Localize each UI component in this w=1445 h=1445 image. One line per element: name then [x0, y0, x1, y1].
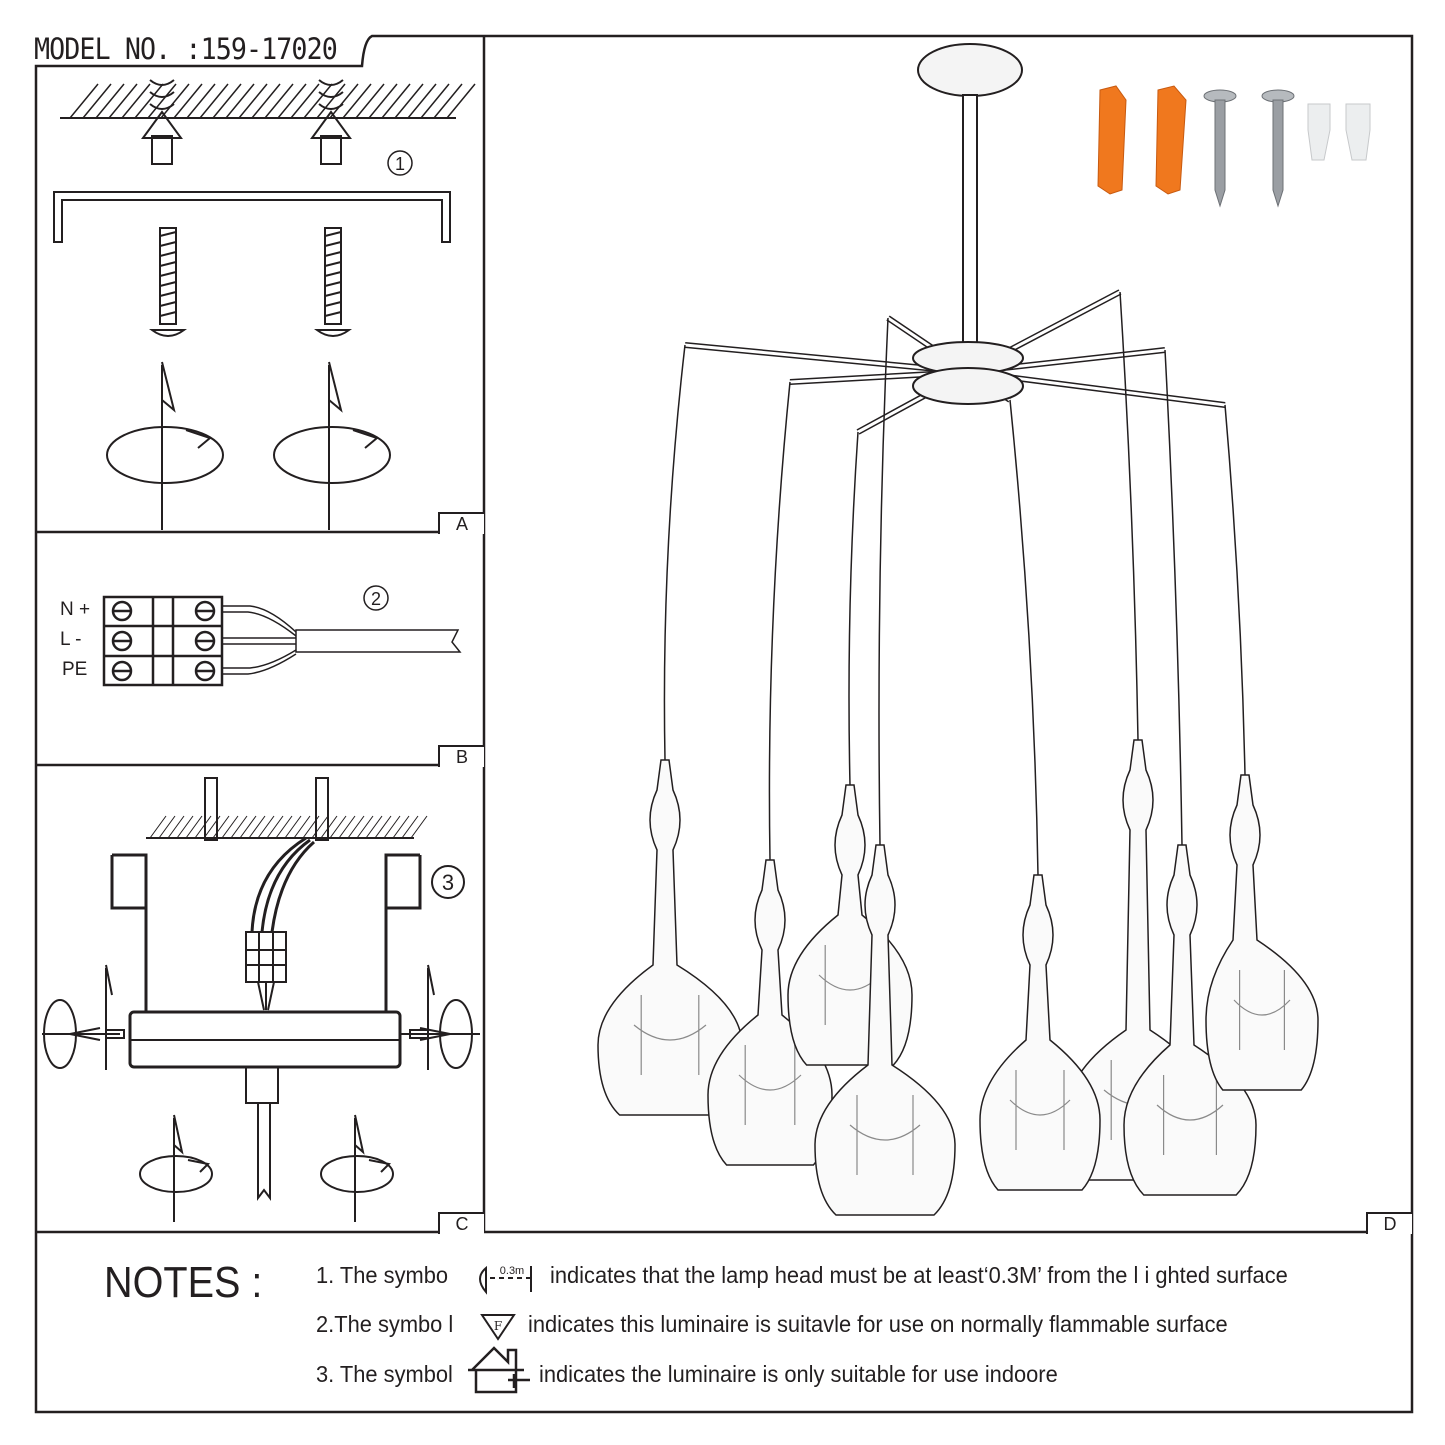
rotate-arrow-icon: [42, 964, 125, 1070]
step-number: 3: [442, 870, 454, 895]
panel-label-d: D: [1366, 1212, 1412, 1234]
outer-frame: [34, 34, 1414, 1414]
terminal-label-neutral: N +: [60, 599, 91, 620]
svg-text:0.3m: 0.3m: [500, 1265, 524, 1277]
pendant-lamp: [1123, 349, 1257, 1196]
terminal-block-diagram: 2: [102, 585, 462, 687]
screw-icon: [1203, 89, 1237, 208]
model-number: MODEL NO. :159-17020: [34, 32, 338, 66]
wall-anchor-icon: [310, 79, 352, 165]
panel-c-drawing: 3: [42, 777, 480, 1222]
pendant-lamp: [1205, 404, 1319, 1091]
terminal-label-live: L -: [60, 629, 82, 650]
note-3-prefix: 3. The symbol: [316, 1361, 453, 1387]
wire-connector-icon: [1307, 103, 1331, 161]
indoor-use-house-icon: [468, 1346, 530, 1394]
panel-label-b: B: [438, 745, 484, 767]
rotate-arrow-icon: [273, 361, 391, 530]
rotate-arrow-icon: [320, 1114, 394, 1222]
wall-anchor-icon: [1155, 85, 1187, 195]
wall-anchor-icon: [1097, 85, 1127, 195]
note-2-prefix: 2.The symbo l: [316, 1311, 454, 1337]
wall-anchor-icon: [141, 79, 183, 165]
pendant-lamp: [979, 399, 1101, 1191]
pendant-lamp: [787, 431, 913, 1066]
wire-connector-icon: [1345, 103, 1371, 161]
svg-text:F: F: [494, 1319, 502, 1333]
rotate-arrow-icon: [139, 1114, 213, 1222]
note-1-text: indicates that the lamp head must be at …: [550, 1262, 1288, 1288]
step-number: 2: [371, 589, 381, 609]
step-number: 1: [395, 154, 405, 174]
pendant-lamp: [707, 381, 833, 1166]
flammable-surface-icon: F: [480, 1314, 516, 1341]
note-1-prefix: 1. The symbo: [316, 1262, 449, 1288]
screw-icon: [1261, 89, 1295, 208]
panel-a-drawing: 1: [53, 79, 476, 530]
screw-icon: [313, 227, 353, 337]
distance-symbol-icon: 0.3m: [479, 1265, 532, 1295]
panel-label-a: A: [438, 512, 484, 534]
notes-title: NOTES :: [104, 1258, 263, 1307]
screw-icon: [148, 227, 188, 337]
pendant-lamp: [814, 317, 956, 1216]
rotate-arrow-icon: [400, 964, 480, 1070]
mounting-hardware: [1097, 85, 1371, 208]
chandelier-illustration: [597, 43, 1319, 1216]
note-3-text: indicates the luminaire is only suitable…: [539, 1361, 1058, 1387]
terminal-label-earth: PE: [62, 659, 88, 680]
pendant-lamp: [597, 344, 743, 1116]
note-2-text: indicates this luminaire is suitavle for…: [528, 1311, 1228, 1337]
panel-label-c: C: [438, 1212, 484, 1234]
rotate-arrow-icon: [106, 361, 224, 530]
chandelier-arm: [684, 342, 969, 375]
